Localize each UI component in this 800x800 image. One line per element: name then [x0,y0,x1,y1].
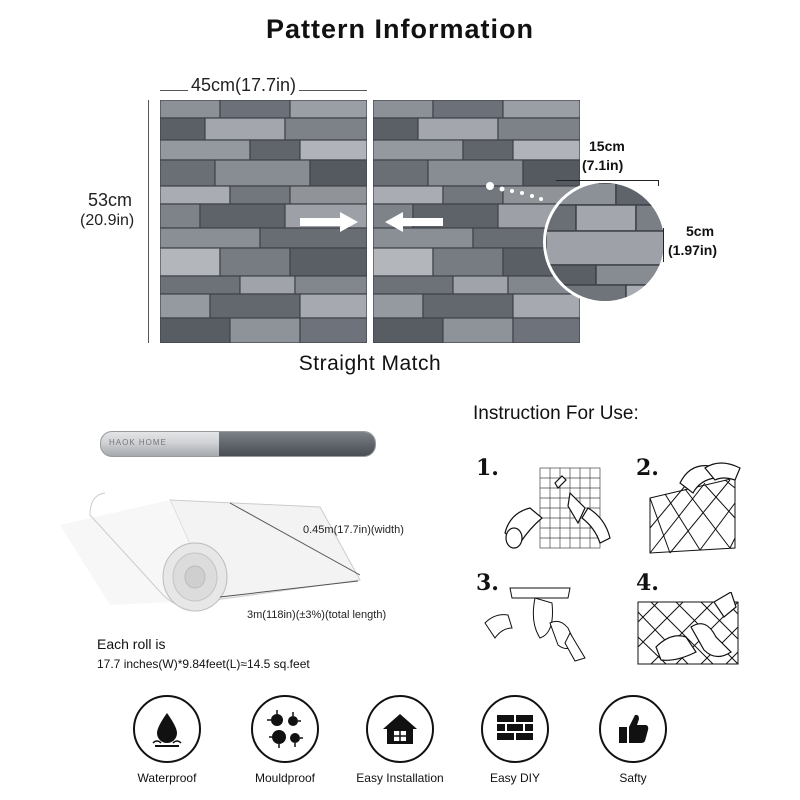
arrow-right-icon [300,212,358,232]
step-number-4: 4. [636,570,659,596]
feature-label: Easy Installation [356,771,444,785]
arrow-left-icon [385,212,443,232]
unrolled-wallpaper-sheet [60,492,361,612]
thumbs-up-icon [599,695,667,763]
mould-spores-icon [251,695,319,763]
step-number-1: 1. [476,455,499,481]
water-drop-icon [133,695,201,763]
step4-smooth-illustration [637,592,739,665]
feature-label: Safty [619,771,647,785]
step-number-3: 3. [476,570,499,596]
pattern-height-in-label: (20.9in) [80,212,135,229]
feature-mouldproof: Mouldproof [230,695,340,785]
match-type-label: Straight Match [298,352,442,375]
bricks-icon [481,695,549,763]
step-number-2: 2. [636,455,659,481]
feature-label: Easy DIY [489,771,540,785]
feature-easy-diy: Easy DIY [460,695,570,785]
feature-safty: Safty [578,695,688,785]
feature-label: Mouldproof [254,771,316,785]
zoom-indicator-dots [486,182,543,201]
brick-magnifier [543,180,667,304]
feature-waterproof: Waterproof [112,695,222,785]
brick-height-cm-label: 5cm [686,223,715,239]
feature-easy-installation: Easy Installation [345,695,455,785]
brick-height-line [663,228,664,262]
pattern-width-label: 45cm(17.7in) [188,75,300,96]
each-roll-detail: 17.7 inches(W)*9.84feet(L)≈14.5 sq.feet [97,657,310,671]
feature-label: Waterproof [137,771,197,785]
brick-length-tick [658,180,659,186]
roll-brand-text: HAOK HOME [109,438,167,447]
page-title: Pattern Information [265,14,534,44]
brick-length-line [556,180,659,181]
height-dimension-line [148,100,149,343]
brick-height-in-label: (1.97in) [668,242,718,258]
roll-width-label: 0.45m(17.7in)(width) [303,524,404,536]
step3-apply-illustration [484,587,586,662]
step1-measure-cut-illustration [504,467,611,549]
house-icon [366,695,434,763]
roll-length-label: 3m(118in)(±3%)(total length) [247,609,387,621]
each-roll-title: Each roll is [97,636,166,652]
step2-peel-illustration [649,462,741,554]
brick-length-cm-label: 15cm [589,138,625,154]
wallpaper-roll-tube: HAOK HOME [100,431,376,457]
pattern-height-cm-label: 53cm [88,190,133,210]
brick-length-in-label: (7.1in) [582,157,624,173]
instructions-title: Instruction For Use: [473,403,639,424]
